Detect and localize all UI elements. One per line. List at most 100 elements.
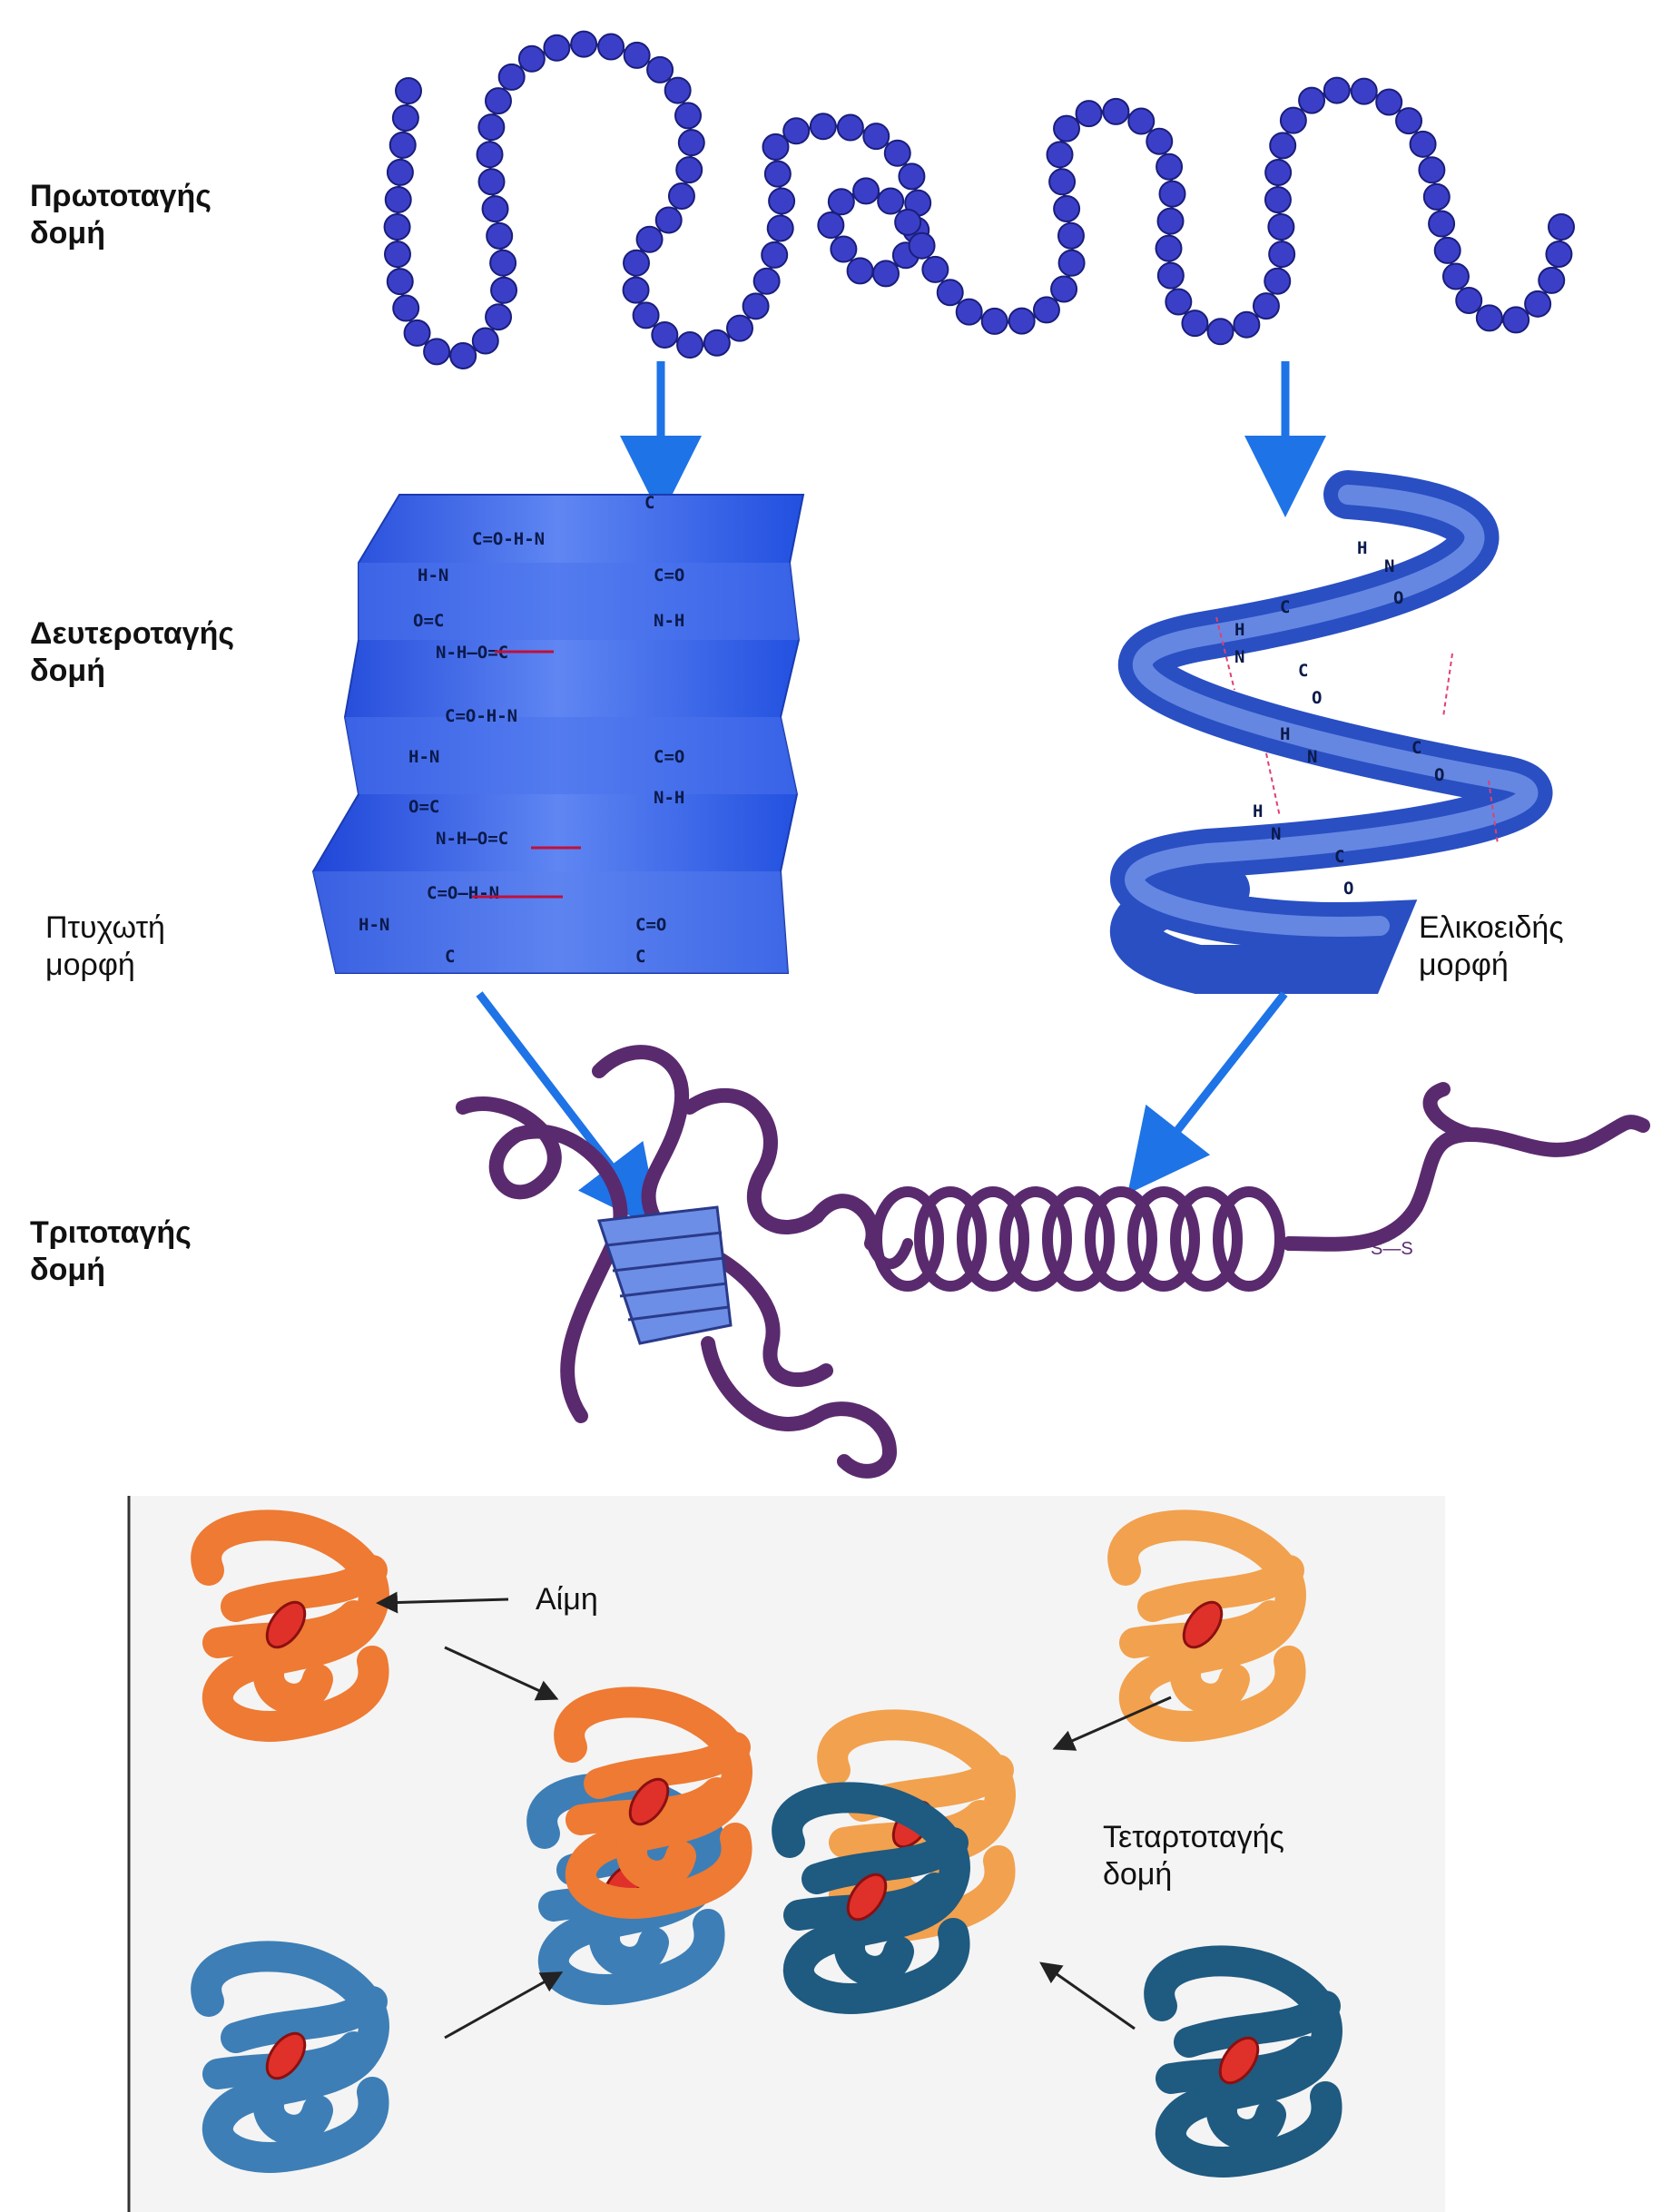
amino-acid-bead bbox=[479, 169, 505, 194]
amino-acid-bead bbox=[486, 304, 511, 329]
amino-acid-bead bbox=[1264, 269, 1290, 294]
amino-acid-bead bbox=[1059, 251, 1085, 276]
amino-acid-bead bbox=[385, 241, 410, 267]
amino-acid-bead bbox=[1208, 319, 1234, 344]
amino-acid-bead bbox=[878, 189, 903, 214]
amino-acid-bead bbox=[1429, 211, 1454, 237]
amino-acid-bead bbox=[1281, 108, 1306, 133]
amino-acid-bead bbox=[656, 208, 682, 233]
primary-label-line2: δομή bbox=[30, 215, 211, 252]
amino-acid-bead bbox=[679, 130, 704, 155]
amino-acid-bead bbox=[490, 251, 516, 276]
amino-acid-bead bbox=[1411, 132, 1436, 157]
amino-acid-bead bbox=[1077, 101, 1102, 126]
pleated-label-line1: Πτυχωτή bbox=[45, 909, 165, 947]
amino-acid-bead bbox=[424, 339, 449, 364]
sheet-atom-label: H-N bbox=[418, 565, 448, 585]
helix-atom-label: N bbox=[1307, 747, 1317, 767]
amino-acid-bead bbox=[1268, 214, 1293, 240]
amino-acid-bead bbox=[1165, 289, 1191, 314]
amino-acid-bead bbox=[519, 46, 545, 72]
amino-acid-bead bbox=[665, 78, 691, 103]
amino-acid-bead bbox=[634, 302, 659, 328]
helical-label: Ελικοειδής μορφή bbox=[1419, 909, 1564, 984]
amino-acid-bead bbox=[625, 43, 650, 68]
sheet-atom-label: O=C bbox=[408, 797, 439, 817]
amino-acid-bead bbox=[652, 322, 677, 348]
sheet-atom-label: C=O-H-N bbox=[445, 706, 517, 726]
amino-acid-bead bbox=[450, 343, 476, 369]
helix-atom-label: C bbox=[1298, 661, 1308, 681]
amino-acid-bead bbox=[853, 178, 879, 203]
amino-acid-bead bbox=[598, 34, 624, 60]
amino-acid-bead bbox=[727, 316, 752, 341]
amino-acid-bead bbox=[1160, 182, 1185, 207]
amino-acid-bead bbox=[486, 88, 511, 113]
amino-acid-bead bbox=[1299, 88, 1324, 113]
amino-acid-bead bbox=[899, 163, 924, 189]
primary-label: Πρωτοταγής δομή bbox=[30, 178, 211, 252]
amino-acid-bead bbox=[487, 223, 512, 249]
sheet-atom-label: C=O bbox=[654, 747, 684, 767]
hydrogen-bond bbox=[1443, 654, 1452, 717]
amino-acid-bead bbox=[1054, 116, 1079, 142]
helical-label-line1: Ελικοειδής bbox=[1419, 909, 1564, 947]
pleated-label-line2: μορφή bbox=[45, 947, 165, 984]
amino-acid-bead bbox=[743, 293, 769, 319]
amino-acid-bead bbox=[1054, 196, 1079, 221]
amino-acid-bead bbox=[754, 269, 780, 294]
amino-acid-bead bbox=[829, 189, 854, 214]
amino-acid-bead bbox=[873, 261, 899, 286]
secondary-label-line1: Δευτεροταγής bbox=[30, 615, 234, 653]
amino-acid-bead bbox=[1396, 108, 1421, 133]
amino-acid-bead bbox=[1435, 238, 1461, 263]
sheet-atom-label: C bbox=[635, 947, 645, 967]
heme-label: Αίμη bbox=[536, 1581, 598, 1618]
amino-acid-bead bbox=[396, 78, 421, 103]
amino-acid-bead bbox=[838, 115, 863, 141]
amino-acid-bead bbox=[811, 113, 836, 139]
sheet-atom-label: H-N bbox=[408, 747, 439, 767]
amino-acid-bead bbox=[704, 330, 730, 356]
amino-acid-bead bbox=[386, 187, 411, 212]
amino-acid-bead bbox=[1156, 236, 1182, 261]
amino-acid-bead bbox=[769, 188, 794, 213]
amino-acid-bead bbox=[1443, 264, 1469, 290]
amino-acid-bead bbox=[675, 103, 701, 128]
amino-acid-bead bbox=[768, 215, 793, 241]
sheet-atom-label: C=O-H-N bbox=[472, 529, 545, 549]
amino-acid-bead bbox=[762, 134, 788, 160]
amino-acid-bead bbox=[499, 64, 525, 90]
amino-acid-bead bbox=[1352, 79, 1377, 104]
helix-atom-label: O bbox=[1312, 688, 1322, 708]
helix-atom-label: C bbox=[1411, 738, 1421, 758]
helix-atom-label: N bbox=[1234, 647, 1244, 667]
amino-acid-bead bbox=[1156, 154, 1182, 180]
amino-acid-bead bbox=[957, 300, 982, 325]
amino-acid-bead bbox=[477, 142, 503, 167]
amino-acid-bead bbox=[765, 162, 791, 187]
amino-acid-bead bbox=[624, 278, 649, 303]
amino-acid-bead bbox=[1103, 99, 1128, 124]
amino-acid-bead bbox=[669, 183, 694, 209]
amino-acid-bead bbox=[393, 296, 418, 321]
tertiary-label: Τριτοταγής δομή bbox=[30, 1214, 192, 1289]
tertiary-helix-coil bbox=[1218, 1192, 1280, 1286]
amino-acid-bead bbox=[385, 214, 410, 240]
helix-atom-label: C bbox=[1280, 597, 1290, 617]
helix-atom-label: H bbox=[1357, 538, 1367, 558]
pleated-label: Πτυχωτή μορφή bbox=[45, 909, 165, 984]
amino-acid-bead bbox=[1456, 288, 1481, 313]
amino-acid-bead bbox=[473, 329, 498, 354]
quaternary-label: Τεταρτοταγής δομή bbox=[1103, 1819, 1284, 1893]
tertiary-label-line1: Τριτοταγής bbox=[30, 1214, 192, 1252]
helix-atom-label: N bbox=[1271, 824, 1281, 844]
amino-acid-bead bbox=[1034, 297, 1059, 322]
sheet-atom-label: N-H bbox=[654, 611, 684, 631]
helix-atom-label: O bbox=[1393, 588, 1403, 608]
amino-acid-bead bbox=[388, 269, 413, 294]
amino-acid-bead bbox=[1182, 310, 1207, 336]
